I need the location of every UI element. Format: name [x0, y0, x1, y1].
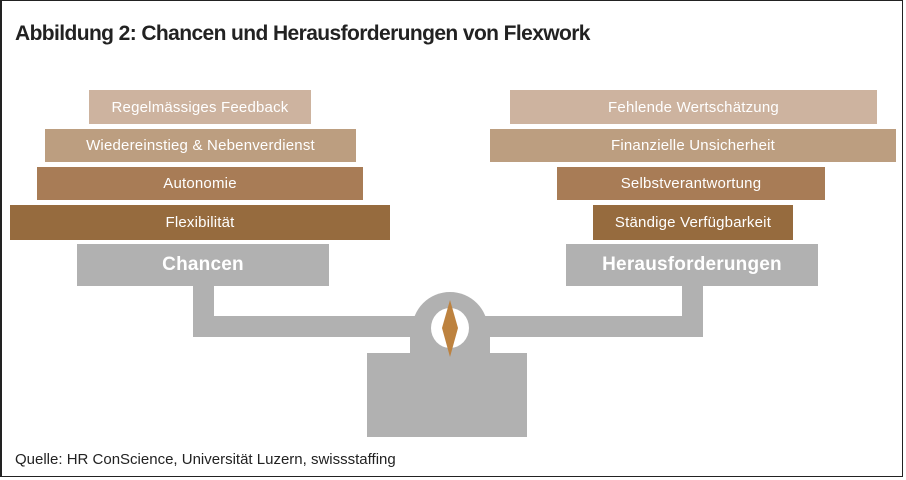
challenge-item-2: Finanzielle Unsicherheit	[490, 129, 896, 162]
chance-item-3: Autonomie	[37, 167, 363, 200]
chancen-category: Chancen	[77, 244, 329, 286]
chance-item-4: Flexibilität	[10, 205, 390, 240]
figure-title: Abbildung 2: Chancen und Herausforderung…	[15, 22, 590, 45]
challenge-item-4: Ständige Verfügbarkeit	[593, 205, 793, 240]
chance-item-1: Regelmässiges Feedback	[89, 90, 311, 124]
source-caption: Quelle: HR ConScience, Universität Luzer…	[15, 451, 396, 468]
challenge-item-1: Fehlende Wertschätzung	[510, 90, 877, 124]
herausforderungen-category: Herausforderungen	[566, 244, 818, 286]
challenge-item-3: Selbstverantwortung	[557, 167, 825, 200]
chance-item-2: Wiedereinstieg & Nebenverdienst	[45, 129, 356, 162]
